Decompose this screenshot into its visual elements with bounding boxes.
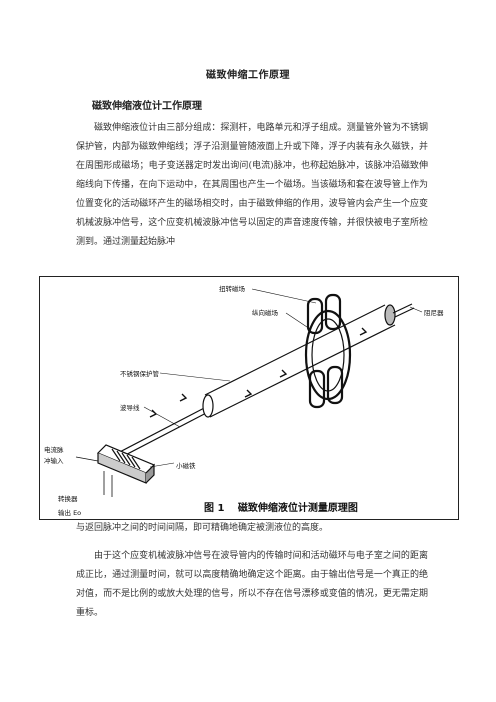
page-title: 磁致伸缩工作原理 (206, 70, 290, 81)
label-waveguide: 波导线 (120, 404, 140, 412)
label-axial-field: 纵向磁场 (252, 309, 278, 317)
label-current-pulse-1: 电流脉 (44, 446, 64, 454)
label-ss-tube: 不锈钢保护管 (120, 370, 159, 378)
paragraph-2: 与返回脉冲之间的时间间隔，即可精确地确定被测液位的高度。 (76, 523, 329, 533)
figure-caption: 图 1 磁致伸缩液位计测量原理图 (204, 503, 358, 514)
figure-drawing (75, 288, 423, 497)
label-current-pulse-2: 冲输入 (44, 457, 64, 465)
principle-figure: 扭转磁场 纵向磁场 阻尼器 不锈钢保护管 波导线 电流脉 冲输入 小磁铁 转换器… (39, 276, 459, 520)
paragraph-1: 磁致伸缩液位计由三部分组成：探测杆，电路单元和浮子组成。测量管外管为不锈钢保护管… (76, 123, 428, 247)
label-torsion-field: 扭转磁场 (219, 285, 245, 293)
section-heading: 磁致伸缩液位计工作原理 (92, 101, 202, 112)
paragraph-3: 由于这个应变机械波脉冲信号在波导管内的传输时间和活动磁环与电子室之间的距离成正比… (76, 551, 428, 618)
label-transducer: 转换器 (58, 495, 78, 503)
label-small-magnet: 小磁铁 (176, 462, 196, 470)
label-damper: 阻尼器 (424, 309, 444, 317)
label-output: 输出 Eo (58, 509, 82, 517)
